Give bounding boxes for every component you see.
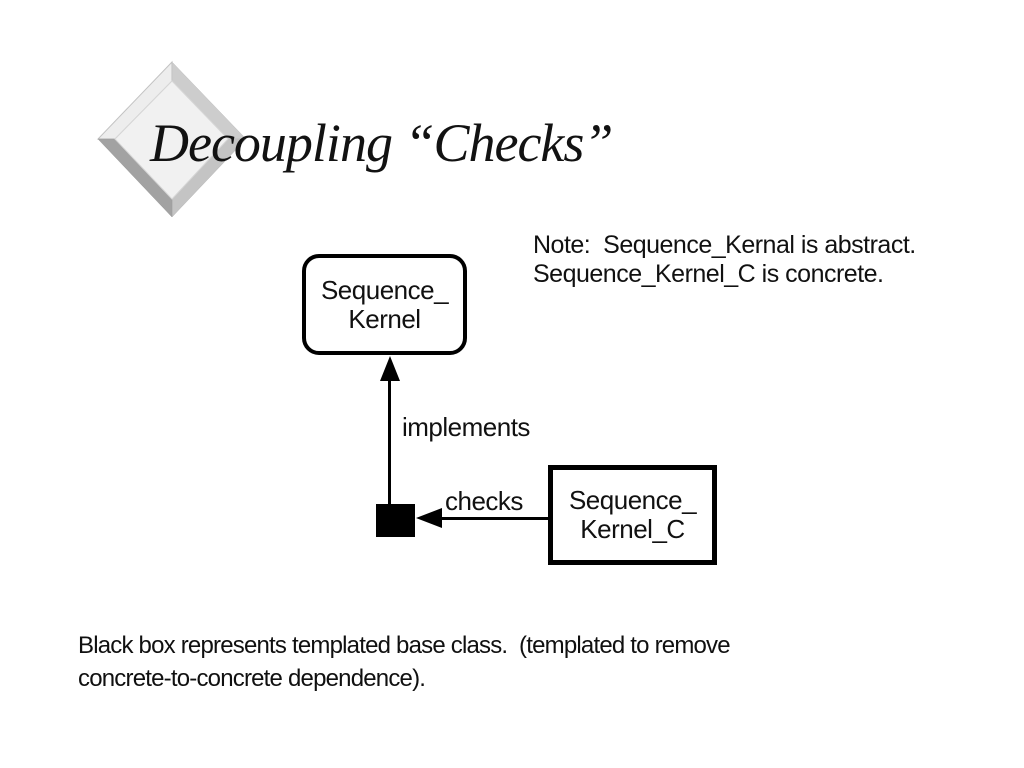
page-title: Decoupling “Checks” — [150, 113, 613, 173]
diamond-bullet-icon — [96, 60, 247, 218]
implements-arrow-line — [388, 376, 391, 505]
note-text: Note: Sequence_Kernal is abstract. Seque… — [533, 231, 916, 289]
checks-label: checks — [445, 486, 523, 516]
sequence-kernel-c-label-line-1: Sequence_ — [568, 485, 697, 515]
note-line-2: Sequence_Kernel_C is concrete. — [533, 260, 884, 288]
sequence-kernel-box: Sequence_ Kernel — [302, 254, 467, 355]
checks-arrowhead-icon — [416, 508, 442, 528]
caption-text: Black box represents templated base clas… — [78, 629, 731, 695]
implements-label: implements — [402, 412, 530, 442]
templated-base-class-icon — [376, 504, 415, 537]
caption-line-2: concrete-to-concrete dependence). — [78, 665, 426, 692]
sequence-kernel-c-label-line-2: Kernel_C — [580, 514, 685, 544]
checks-arrow-line — [441, 517, 548, 520]
note-line-1: Note: Sequence_Kernal is abstract. — [533, 231, 916, 259]
sequence-kernel-label-line-2: Kernel — [348, 303, 421, 334]
implements-arrowhead-icon — [380, 356, 400, 381]
sequence-kernel-c-box: Sequence_ Kernel_C — [548, 465, 717, 565]
caption-line-1: Black box represents templated base clas… — [78, 632, 731, 659]
sequence-kernel-label-line-1: Sequence_ — [320, 274, 449, 305]
